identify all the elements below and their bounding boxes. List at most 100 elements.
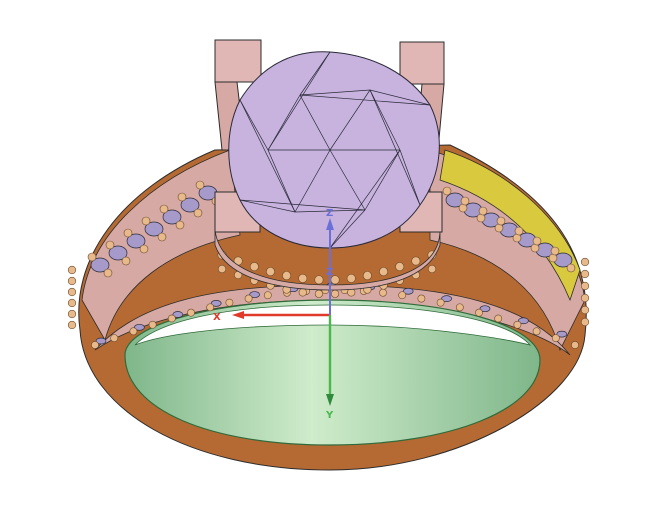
accent-bead — [478, 206, 488, 216]
accent-bead — [265, 267, 275, 277]
gem-facet-edge — [369, 89, 431, 106]
gem-facet-edge — [267, 51, 331, 151]
gem-facet-edge — [239, 199, 366, 211]
accent-bead — [67, 287, 77, 297]
gemstone-facets — [239, 51, 431, 249]
x-axis-label: X — [213, 312, 221, 323]
gem-facet-edge — [294, 209, 366, 213]
gem-facet-edge — [329, 209, 366, 249]
x-axis-arrow — [232, 311, 244, 319]
accent-bead — [330, 289, 340, 298]
accent-bead — [121, 256, 131, 266]
accent-bead — [263, 291, 272, 300]
side-stone — [90, 257, 110, 273]
accent-bead — [513, 320, 522, 329]
gem-facet-edge — [239, 199, 296, 213]
side-stone — [441, 295, 452, 302]
accent-bead — [225, 298, 234, 307]
side-stone — [162, 209, 182, 225]
gem-facet-edge — [267, 94, 301, 151]
axis-triad: X Y Z Z — [213, 208, 334, 421]
center-gemstone[interactable] — [228, 51, 440, 249]
accent-bead — [436, 298, 445, 307]
accent-bead — [571, 341, 579, 349]
z-axis-label-lower: Z — [326, 267, 333, 278]
accent-bead — [460, 196, 470, 206]
accent-bead — [167, 314, 176, 323]
gem-facet-edge — [299, 94, 431, 106]
accent-bead — [379, 267, 389, 277]
side-stone — [479, 305, 491, 313]
accent-bead — [244, 294, 253, 303]
side-stone — [402, 287, 414, 295]
gem-facet-edge — [239, 99, 269, 151]
accent-bead — [417, 294, 426, 303]
accent-bead — [362, 271, 372, 281]
accent-bead — [580, 269, 590, 279]
accent-bead — [532, 236, 542, 246]
y-axis-arrow — [326, 394, 334, 406]
side-stone — [210, 299, 222, 307]
z-axis-label: Z — [326, 208, 333, 219]
accent-bead — [193, 208, 203, 218]
y-axis-label: Y — [325, 410, 334, 421]
side-stone — [180, 197, 200, 213]
accent-bead — [282, 271, 292, 281]
accent-bead — [105, 240, 115, 250]
accent-bead — [217, 264, 227, 274]
accent-bead — [580, 257, 590, 267]
accent-bead — [129, 327, 138, 336]
accent-bead — [551, 334, 560, 343]
accent-bead — [187, 308, 195, 317]
gem-facet-edge — [299, 51, 331, 96]
accent-bead — [298, 288, 307, 297]
accent-bead — [346, 273, 356, 283]
gem-facet-edge — [329, 149, 401, 249]
accent-bead — [87, 252, 97, 262]
accent-bead — [496, 216, 506, 226]
accent-bead — [139, 244, 149, 254]
accent-bead — [249, 262, 259, 272]
side-stone — [144, 221, 164, 237]
accent-bead — [123, 228, 133, 238]
accent-bead — [67, 298, 77, 308]
selected-face-highlight[interactable] — [439, 149, 581, 302]
accent-bead — [67, 309, 77, 319]
gem-facet-edge — [239, 99, 296, 213]
gem-facet-edge — [299, 89, 371, 96]
accent-bead — [580, 305, 590, 315]
gem-facet-edge — [294, 149, 331, 213]
accent-bead — [175, 220, 185, 230]
accent-bead — [580, 317, 590, 327]
gem-facet-edge — [299, 94, 331, 151]
accent-bead — [379, 288, 387, 297]
accent-bead — [442, 186, 452, 196]
side-stone — [126, 233, 146, 249]
z-axis-arrow — [326, 218, 334, 230]
accent-bead — [494, 314, 503, 323]
gem-facet-edge — [399, 149, 421, 206]
accent-bead — [475, 308, 483, 317]
gem-facet-edge — [364, 149, 401, 211]
accent-bead — [103, 268, 113, 278]
side-stone — [556, 330, 568, 338]
accent-bead — [157, 232, 167, 242]
accent-bead — [514, 226, 524, 236]
accent-bead — [550, 246, 560, 256]
prong-top-left[interactable] — [214, 39, 262, 83]
accent-bead — [398, 291, 407, 300]
accent-bead — [148, 320, 157, 329]
accent-beads[interactable] — [67, 180, 590, 349]
accent-bead — [532, 327, 541, 336]
side-stone — [134, 323, 145, 331]
accent-bead — [177, 192, 187, 202]
side-stone — [518, 317, 529, 325]
inner-surface — [124, 299, 541, 446]
prong-top-right[interactable] — [399, 41, 445, 85]
accent-bead — [314, 289, 324, 298]
accent-bead — [110, 334, 119, 343]
accent-bead — [141, 216, 151, 226]
accent-bead — [91, 341, 99, 349]
